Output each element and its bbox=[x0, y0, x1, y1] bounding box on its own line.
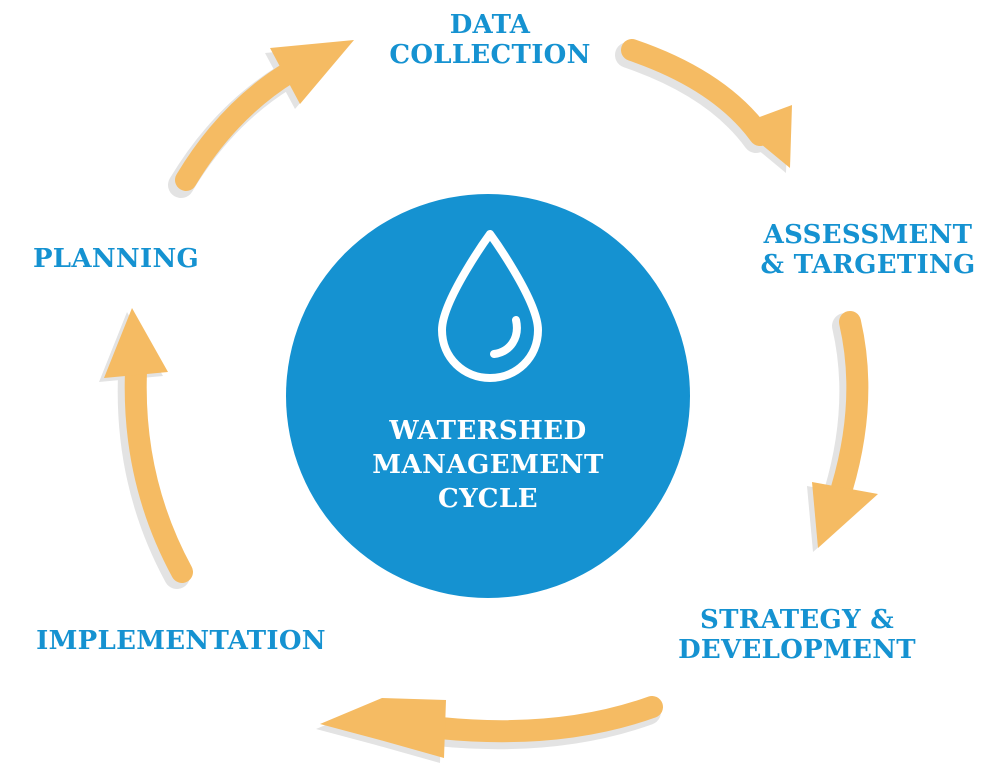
stage-label-line: ASSESSMENT bbox=[763, 220, 973, 250]
stage-label-line: & TARGETING bbox=[760, 250, 976, 280]
arrow-implementation-to-planning bbox=[99, 308, 193, 589]
stage-label-line: DEVELOPMENT bbox=[678, 635, 916, 665]
stage-label-line: COLLECTION bbox=[389, 40, 591, 70]
stage-label-line: PLANNING bbox=[32, 244, 200, 274]
water-drop-icon bbox=[438, 230, 542, 382]
stage-label-line: IMPLEMENTATION bbox=[36, 626, 326, 656]
stage-label-strategy-development: STRATEGY & DEVELOPMENT bbox=[662, 605, 932, 665]
stage-label-line: STRATEGY & bbox=[700, 605, 894, 635]
arrow-data-to-assessment bbox=[615, 39, 792, 173]
center-title: WATERSHED MANAGEMENT CYCLE bbox=[330, 414, 646, 516]
arrow-planning-to-data bbox=[168, 40, 354, 198]
stage-label-implementation: IMPLEMENTATION bbox=[6, 626, 356, 656]
arrow-assessment-to-strategy bbox=[807, 311, 878, 552]
arrow-strategy-to-implementation bbox=[316, 696, 663, 763]
center-title-line: CYCLE bbox=[437, 484, 539, 514]
center-title-line: MANAGEMENT bbox=[372, 450, 604, 480]
stage-label-assessment-targeting: ASSESSMENT & TARGETING bbox=[748, 220, 988, 280]
center-title-line: WATERSHED bbox=[389, 416, 587, 446]
stage-label-line: DATA bbox=[449, 10, 531, 40]
center-circle bbox=[286, 194, 690, 598]
stage-label-data-collection: DATA COLLECTION bbox=[360, 10, 620, 70]
stage-label-planning: PLANNING bbox=[6, 244, 226, 274]
